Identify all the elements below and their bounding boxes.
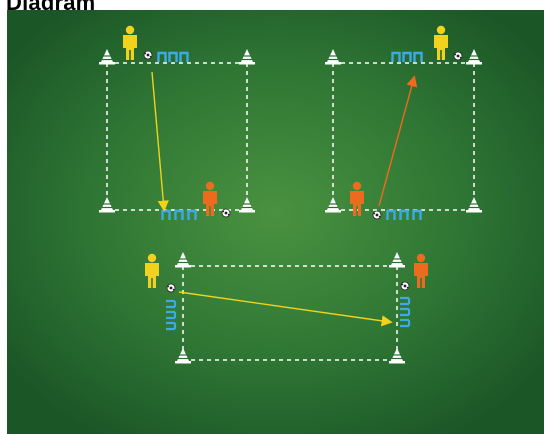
grid-boundary xyxy=(182,265,398,361)
soccer-ball-icon xyxy=(453,51,463,61)
pitch-background xyxy=(7,10,544,434)
soccer-ball-icon xyxy=(372,210,382,220)
arrow-icon xyxy=(151,71,169,212)
soccer-ball-icon xyxy=(143,50,153,60)
soccer-ball-icon xyxy=(166,283,176,293)
top-left-grid xyxy=(98,25,256,222)
arrow-icon xyxy=(378,75,418,207)
grid-boundary xyxy=(106,62,248,211)
soccer-ball-icon xyxy=(400,281,410,291)
training-pitch xyxy=(7,10,544,434)
grid-boundary xyxy=(332,62,475,211)
soccer-ball-icon xyxy=(221,208,231,218)
bottom-grid xyxy=(145,251,428,365)
arrow-icon xyxy=(178,291,393,327)
top-right-grid xyxy=(324,25,483,222)
